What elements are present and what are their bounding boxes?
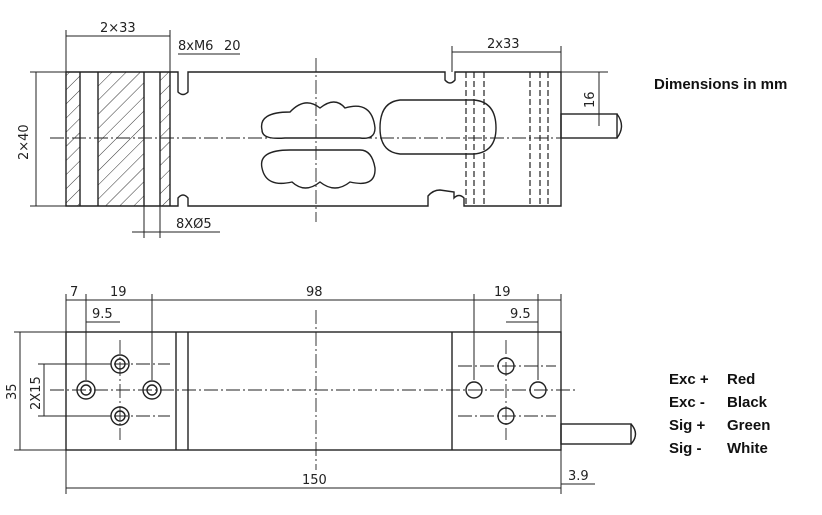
wire-signal: Exc - bbox=[669, 394, 705, 411]
dim-top-length: 150 bbox=[302, 473, 327, 488]
top-body-outline bbox=[65, 331, 562, 451]
dim-side-left-holes: 2×33 bbox=[100, 21, 136, 36]
side-body-outline bbox=[65, 71, 562, 207]
dim-side-cable-offset: 16 bbox=[583, 91, 598, 108]
wire-signal: Sig - bbox=[669, 440, 702, 457]
units-note: Dimensions in mm bbox=[654, 76, 788, 93]
top-cable bbox=[560, 423, 632, 445]
dim-top-width: 35 bbox=[5, 383, 20, 400]
wire-color: Black bbox=[727, 394, 768, 411]
hatch-section-mid bbox=[98, 72, 144, 206]
wire-color: Red bbox=[727, 371, 756, 388]
dim-side-height: 2×40 bbox=[17, 124, 32, 160]
dim-top-cable-offset: 3.9 bbox=[568, 469, 589, 484]
dim-top-right-pitch: 19 bbox=[494, 285, 511, 300]
dim-top-center-span: 98 bbox=[306, 285, 323, 300]
dim-top-left-pitch: 19 bbox=[110, 285, 127, 300]
hatch-section-right bbox=[160, 72, 170, 206]
side-view bbox=[30, 30, 623, 238]
dim-top-edge: 7 bbox=[70, 285, 78, 300]
flexure-pocket-lower bbox=[260, 149, 376, 189]
dim-top-right-half: 9.5 bbox=[510, 307, 531, 322]
side-cable bbox=[560, 113, 618, 139]
dim-side-right-holes: 2x33 bbox=[487, 37, 520, 52]
dim-thread-depth: 20 bbox=[224, 39, 241, 54]
top-view bbox=[14, 294, 637, 494]
wire-color: White bbox=[727, 440, 768, 457]
dim-top-hole-pitch: 2X15 bbox=[29, 376, 44, 410]
wire-color: Green bbox=[727, 417, 771, 434]
dim-through-holes: 8XØ5 bbox=[176, 217, 212, 232]
dim-top-left-half: 9.5 bbox=[92, 307, 113, 322]
wiring-row: Sig + Green bbox=[669, 414, 770, 437]
wire-signal: Exc + bbox=[669, 371, 709, 388]
wire-signal: Sig + bbox=[669, 417, 706, 434]
dim-thread: 8xM6 bbox=[178, 39, 213, 54]
wiring-row: Exc + Red bbox=[669, 368, 770, 391]
slot bbox=[379, 99, 497, 155]
wiring-row: Exc - Black bbox=[669, 391, 770, 414]
hatch-section-left bbox=[66, 72, 80, 206]
wiring-row: Sig - White bbox=[669, 437, 770, 460]
wiring-table: Exc + Red Exc - Black Sig + Green Sig - … bbox=[669, 368, 770, 460]
flexure-pocket bbox=[260, 101, 376, 140]
